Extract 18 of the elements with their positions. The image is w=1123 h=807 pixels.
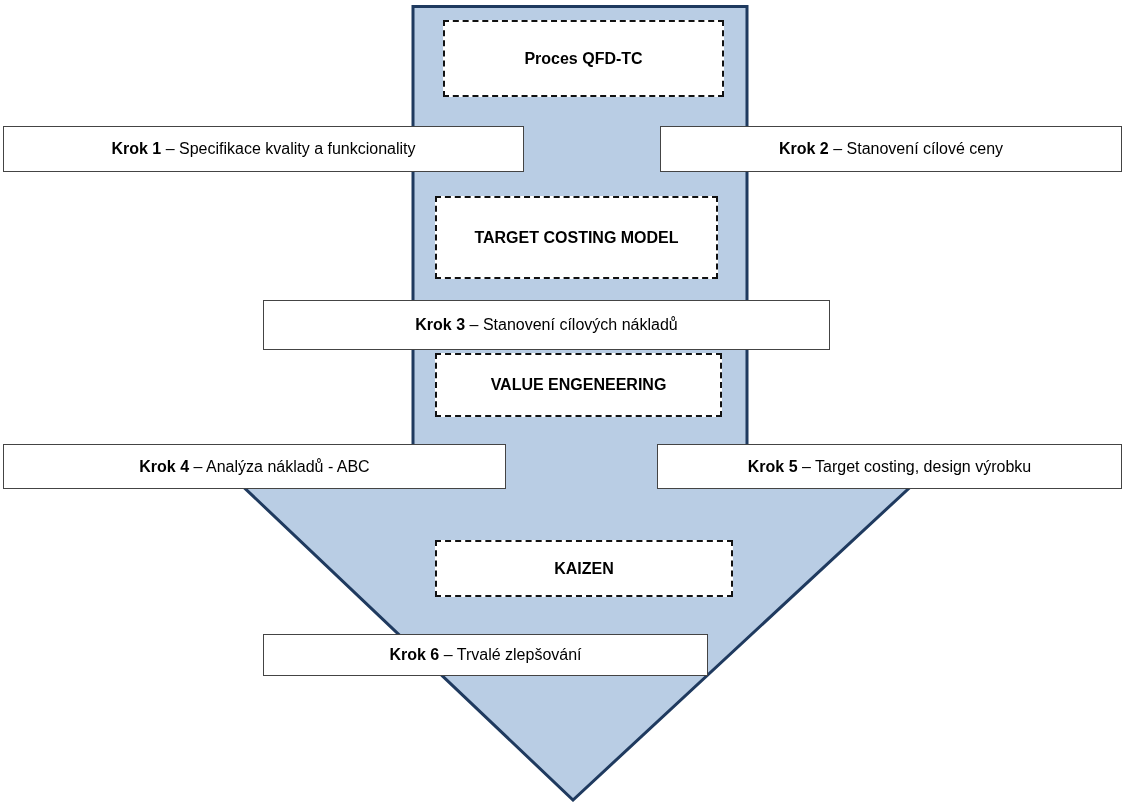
step-text: Krok 1 – Specifikace kvality a funkcionality (111, 139, 416, 159)
step-text: Krok 6 – Trvalé zlepšování (389, 645, 582, 665)
step-box (3, 444, 506, 489)
step-box (3, 126, 524, 172)
step-text: Krok 3 – Stanovení cílových nákladů (415, 315, 678, 335)
dashed-box (435, 353, 722, 417)
dashed-box (435, 196, 718, 279)
step-box (657, 444, 1122, 489)
step-text: Krok 5 – Target costing, design výrobku (747, 456, 1032, 477)
box-title: Proces QFD-TC (524, 48, 643, 69)
box-title: VALUE ENGENEERING (490, 375, 667, 395)
step-box (660, 126, 1122, 172)
dashed-box (435, 540, 733, 597)
step-text: Krok 4 – Analýza nákladů - ABC (139, 456, 370, 477)
box-title: KAIZEN (554, 558, 614, 579)
step-text: Krok 2 – Stanovení cílové ceny (778, 139, 1004, 159)
dashed-box (443, 20, 724, 97)
box-title: TARGET COSTING MODEL (474, 227, 679, 248)
